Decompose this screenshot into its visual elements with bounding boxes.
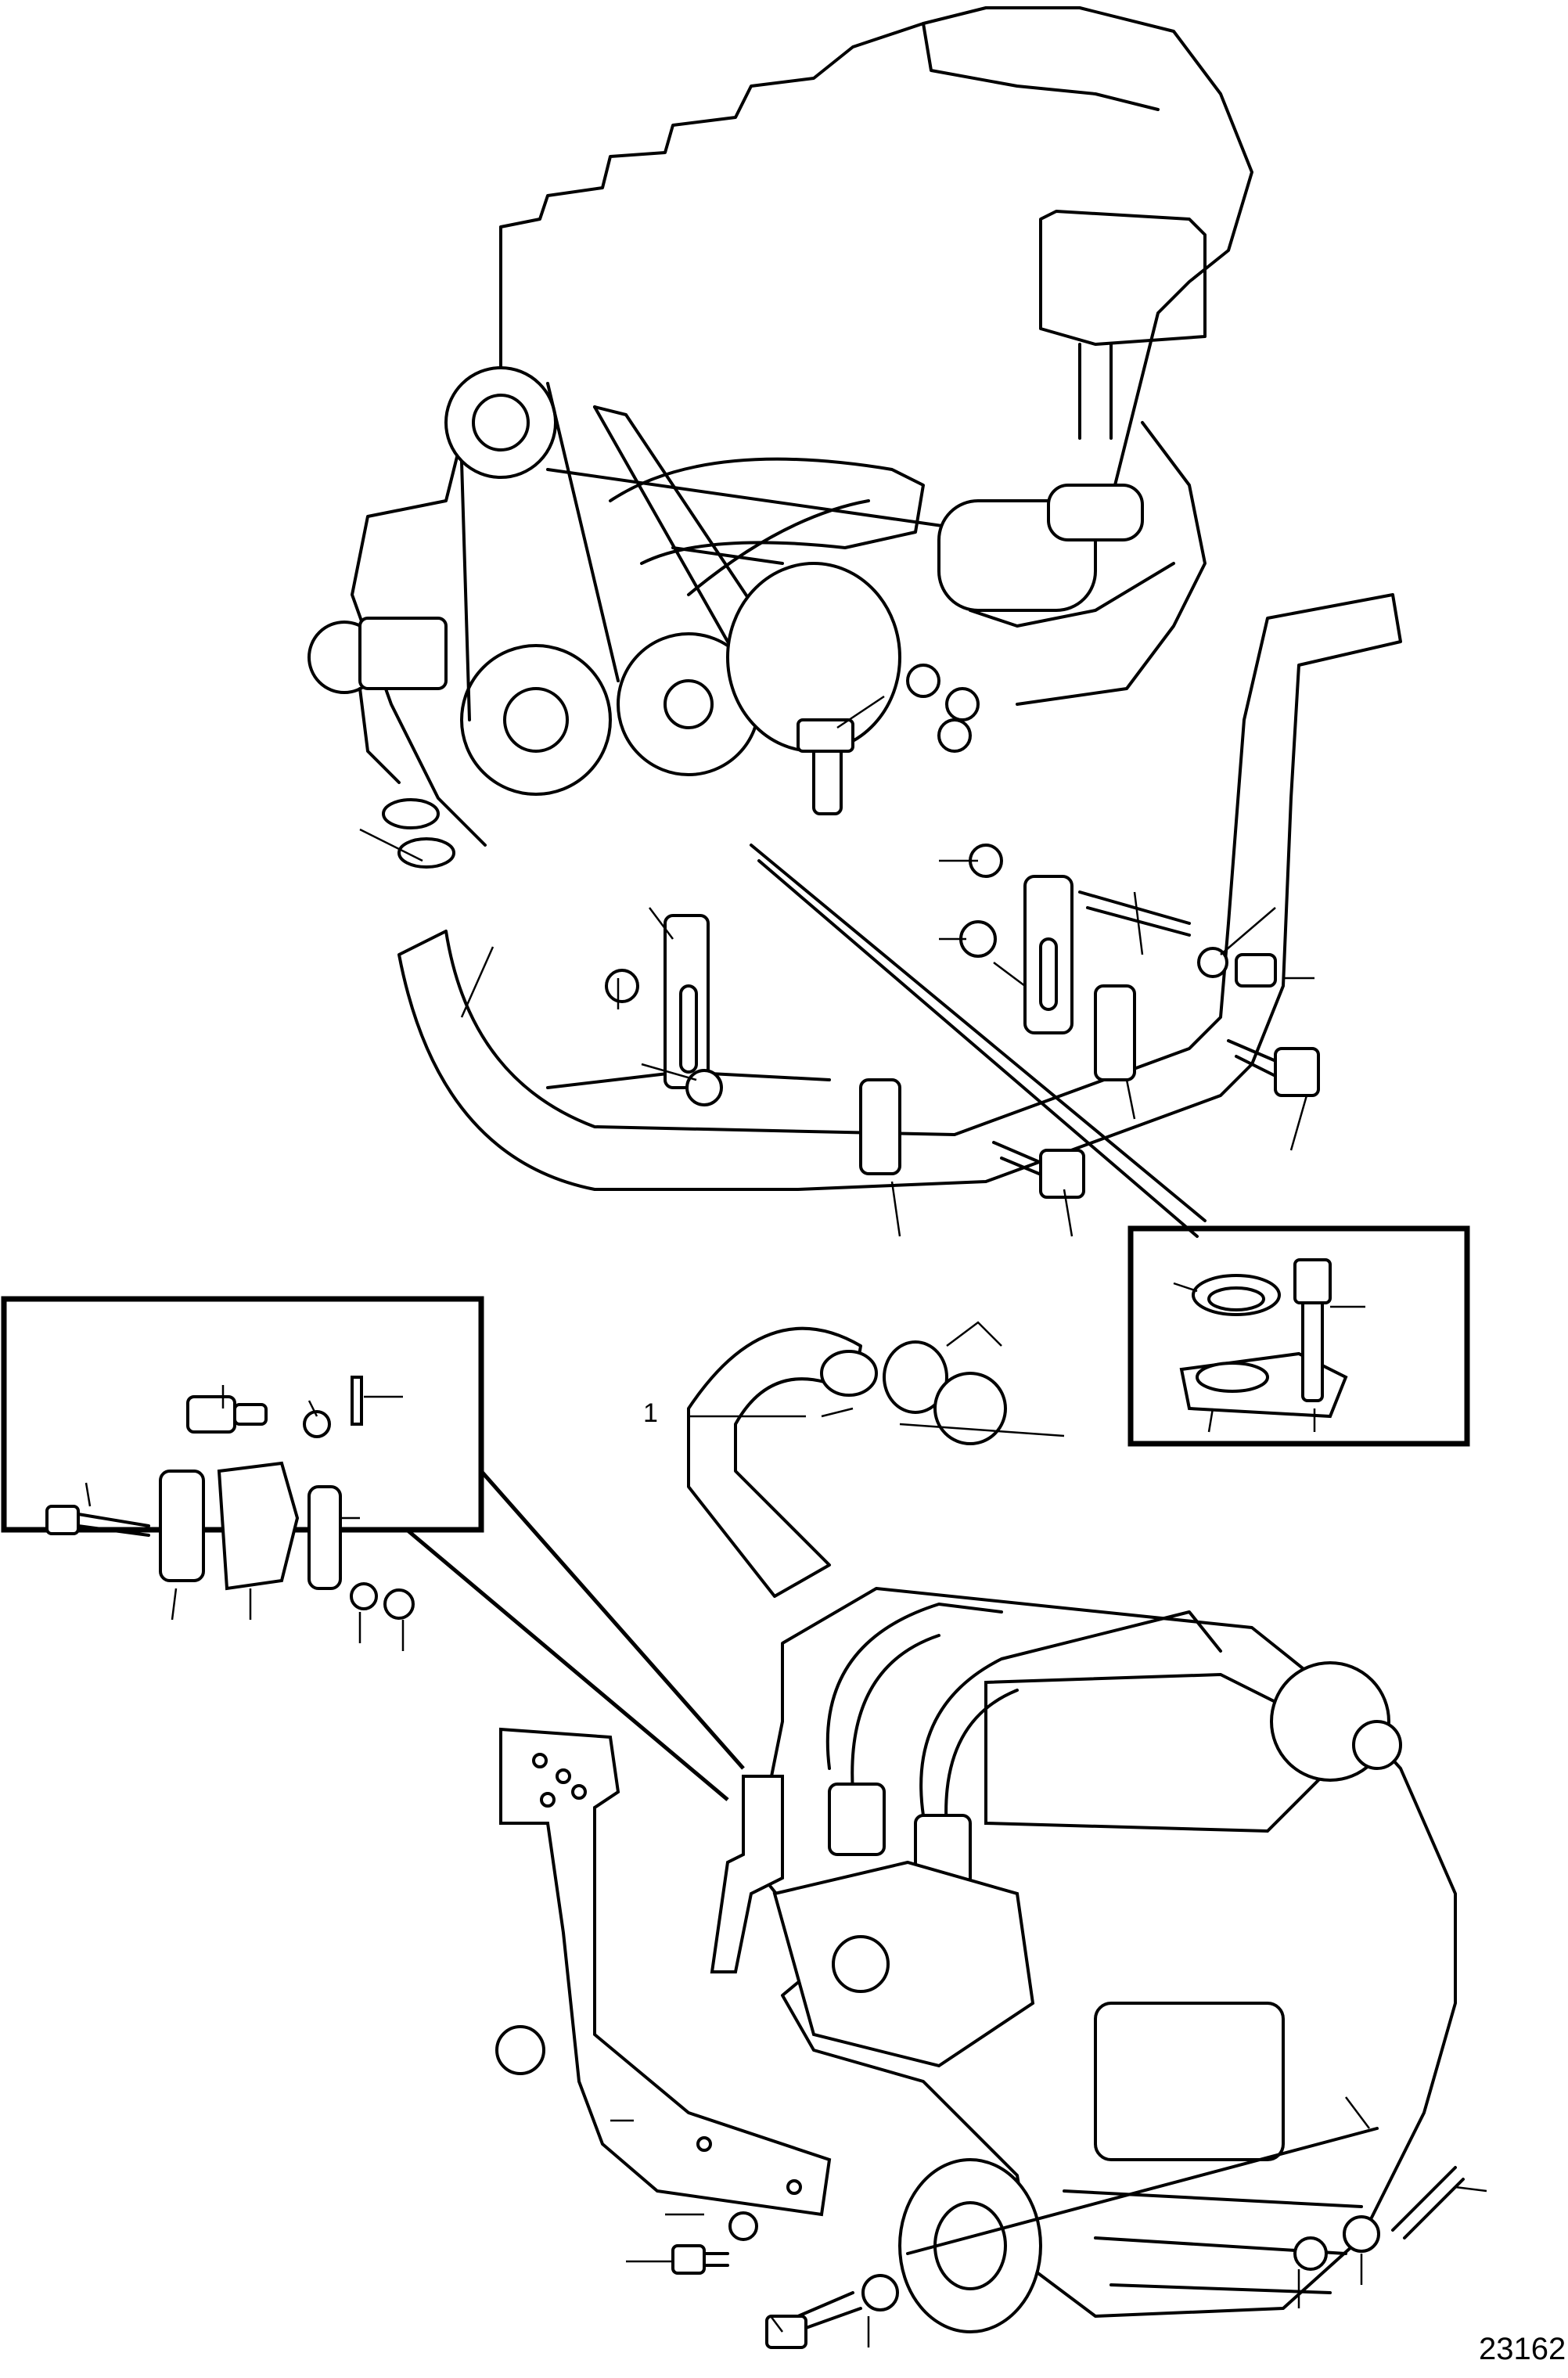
support-strut	[710, 1775, 784, 1973]
hose-end	[820, 1350, 878, 1397]
nut	[685, 1069, 723, 1106]
bolt-head	[45, 1505, 80, 1535]
bolt-head	[186, 1395, 236, 1434]
washer	[350, 1582, 378, 1610]
callout-line	[750, 844, 1207, 1222]
hose-fitting	[828, 1783, 886, 1856]
flange-bolt	[1301, 1297, 1324, 1402]
hose-clamp	[933, 1372, 1007, 1445]
hose-clamp-bracket	[1094, 984, 1136, 1081]
engine-bracket-parts	[605, 664, 1320, 1199]
bracket-plate	[307, 1485, 342, 1590]
gearbox-assembly	[750, 1587, 1457, 2333]
lower-fasteners	[610, 2096, 1487, 2349]
mount-hole	[495, 2025, 545, 2075]
detail-box-seal	[1127, 1225, 1470, 1447]
gearbox-housing	[1094, 2002, 1285, 2161]
upper-hoses	[609, 421, 1207, 706]
washer	[1197, 947, 1228, 978]
washer	[728, 2211, 758, 2241]
bolt	[671, 2244, 706, 2275]
rubber-bushing	[217, 1461, 300, 1591]
sea-water-pump	[307, 617, 455, 869]
hose-clamp	[883, 1340, 948, 1414]
washer	[605, 969, 639, 1003]
cotter-pin	[351, 1376, 363, 1426]
figure-number: 23162	[1479, 2332, 1566, 2366]
part-number-label: 1	[643, 1398, 658, 1428]
gearbox-mounting-bracket	[495, 1727, 832, 2217]
nut	[383, 1588, 415, 1620]
nut	[1293, 2236, 1328, 2271]
stud	[1391, 2166, 1465, 2239]
bolt	[765, 2315, 807, 2349]
hose-clamp	[397, 837, 455, 869]
callout-line	[906, 2127, 1379, 2255]
hose-clamp-bracket	[859, 1078, 901, 1175]
bracket-plate	[159, 1470, 205, 1582]
hose-and-clamps	[687, 1321, 1065, 1598]
washer	[303, 1410, 331, 1438]
belt-drive	[444, 366, 901, 796]
nut	[1235, 953, 1277, 988]
leader-lines-upper	[359, 695, 1314, 1238]
hose-clamp	[382, 798, 440, 829]
gearbox-valve-housing	[772, 1860, 1035, 2068]
washer	[1343, 2215, 1380, 2253]
washer	[861, 2274, 899, 2311]
detail-box-hardware	[1, 1296, 745, 1801]
